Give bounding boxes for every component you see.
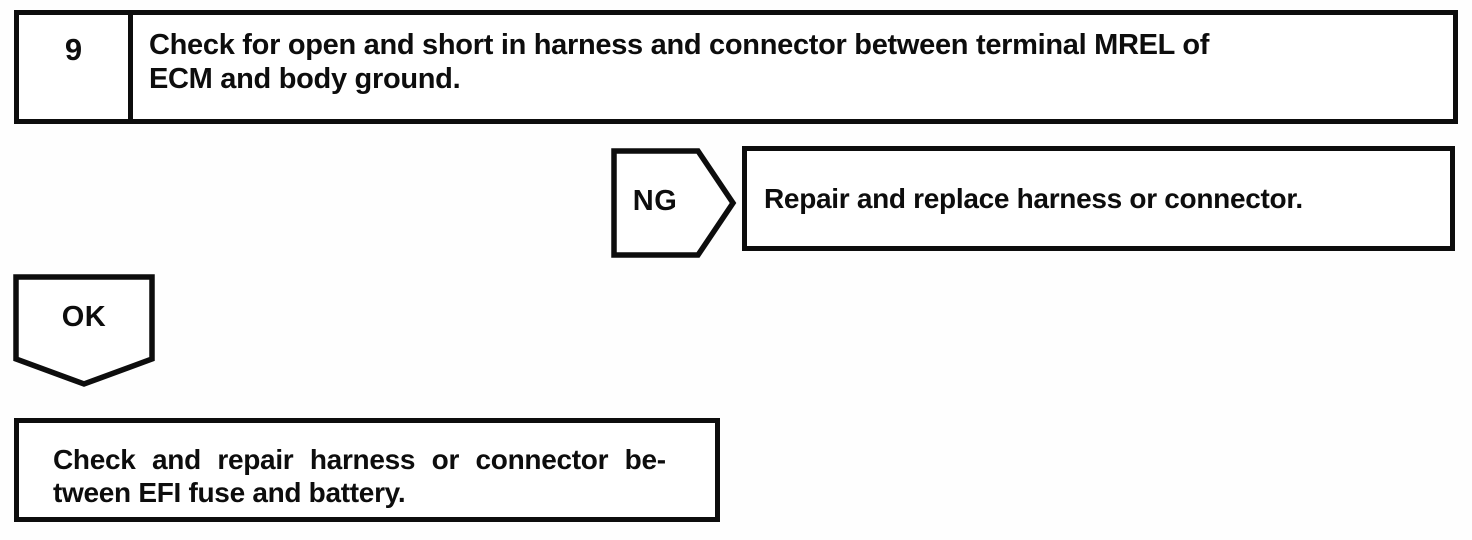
ok-action-box: Check and repair harness or connector be… (14, 418, 720, 522)
ng-connector: NG (611, 147, 737, 259)
ng-action-box: Repair and replace harness or connector. (742, 146, 1455, 251)
ok-pentagon-down-arrow-icon (13, 274, 155, 387)
step-box: 9 Check for open and short in harness an… (14, 10, 1458, 124)
ok-action-line1: Check and repair harness or connector be… (53, 444, 666, 475)
ng-connector-label: NG (632, 185, 678, 217)
ok-action-line2: tween EFI fuse and battery. (53, 477, 406, 508)
step-instruction-line2: ECM and body ground. (149, 63, 461, 95)
step-instruction-line1: Check for open and short in harness and … (149, 29, 1210, 61)
ok-connector-label: OK (61, 301, 107, 333)
step-number: 9 (19, 15, 133, 119)
ng-action-text: Repair and replace harness or connector. (764, 182, 1303, 214)
ng-pentagon-right-arrow-icon (611, 148, 737, 258)
step-instruction: Check for open and short in harness and … (133, 15, 1453, 119)
ok-connector: OK (13, 274, 155, 388)
